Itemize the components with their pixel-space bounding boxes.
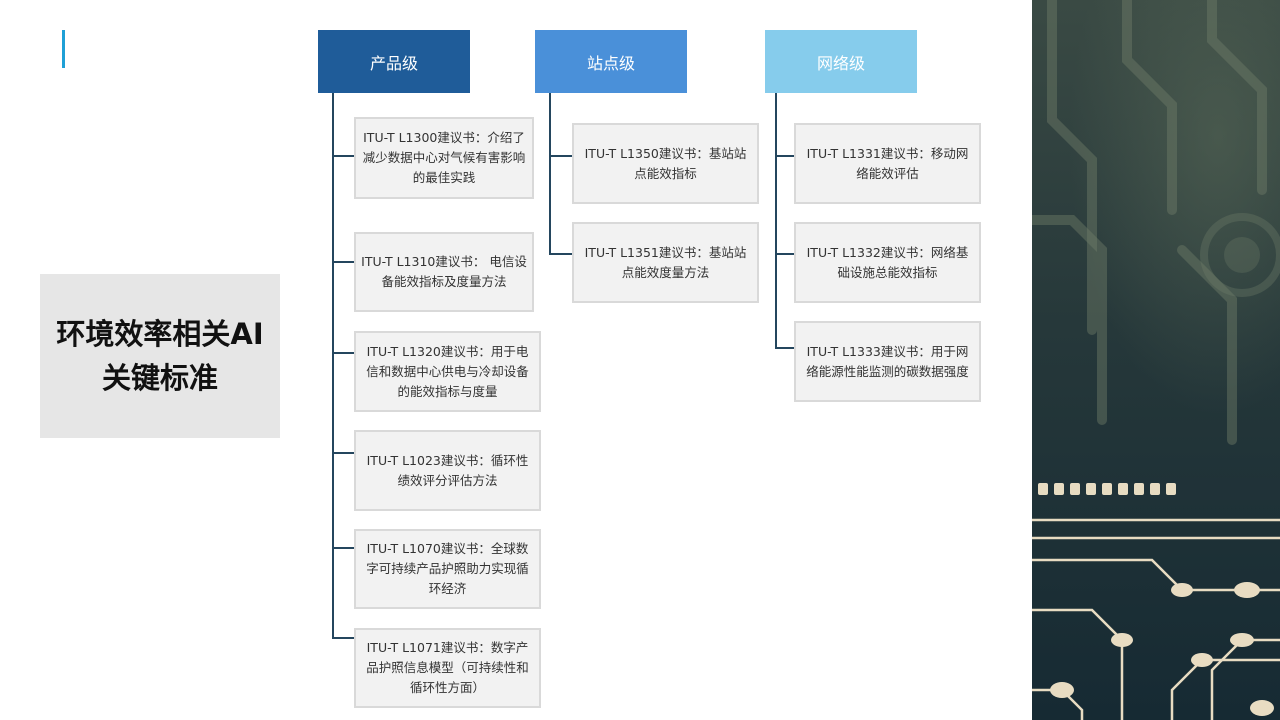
header-network-level: 网络级 bbox=[765, 30, 917, 93]
standard-text: ITU-T L1331建议书：移动网络能效评估 bbox=[806, 145, 969, 181]
standard-text: ITU-T L1332建议书：网络基础设施总能效指标 bbox=[806, 244, 969, 280]
connector-branch bbox=[332, 261, 354, 263]
standard-card: ITU-T L1310建议书： 电信设备能效指标及度量方法 bbox=[354, 232, 534, 312]
standard-card: ITU-T L1070建议书：全球数字可持续产品护照助力实现循环经济 bbox=[354, 529, 541, 609]
standard-card: ITU-T L1071建议书：数字产品护照信息模型（可持续性和循环性方面） bbox=[354, 628, 541, 708]
standard-text: ITU-T L1350建议书：基站站点能效指标 bbox=[584, 145, 747, 181]
connector-branch bbox=[332, 155, 354, 157]
standard-text: ITU-T L1071建议书：数字产品护照信息模型（可持续性和循环性方面） bbox=[366, 640, 529, 695]
standard-card: ITU-T L1332建议书：网络基础设施总能效指标 bbox=[794, 222, 981, 303]
connector-trunk bbox=[549, 93, 551, 255]
connector-branch bbox=[549, 155, 572, 157]
standard-card: ITU-T L1333建议书：用于网络能源性能监测的碳数据强度 bbox=[794, 321, 981, 402]
standard-text: ITU-T L1023建议书：循环性绩效评分评估方法 bbox=[366, 452, 529, 488]
standard-text: ITU-T L1320建议书：用于电信和数据中心供电与冷却设备的能效指标与度量 bbox=[366, 343, 529, 399]
standard-text: ITU-T L1333建议书：用于网络能源性能监测的碳数据强度 bbox=[806, 343, 969, 379]
accent-bar bbox=[62, 30, 65, 68]
standard-text: ITU-T L1351建议书：基站站点能效度量方法 bbox=[584, 244, 747, 280]
standard-card: ITU-T L1351建议书：基站站点能效度量方法 bbox=[572, 222, 759, 303]
connector-branch bbox=[332, 547, 354, 549]
header-label: 网络级 bbox=[816, 53, 865, 73]
standard-text: ITU-T L1310建议书： 电信设备能效指标及度量方法 bbox=[361, 254, 527, 289]
connector-branch bbox=[775, 155, 794, 157]
header-label: 站点级 bbox=[586, 53, 635, 73]
connector-branch bbox=[332, 452, 354, 454]
standard-text: ITU-T L1300建议书：介绍了减少数据中心对气候有害影响的最佳实践 bbox=[362, 130, 526, 185]
standard-card: ITU-T L1320建议书：用于电信和数据中心供电与冷却设备的能效指标与度量 bbox=[354, 331, 541, 412]
standard-card: ITU-T L1350建议书：基站站点能效指标 bbox=[572, 123, 759, 204]
connector-trunk bbox=[332, 93, 334, 639]
connector-branch bbox=[775, 347, 794, 349]
connector-branch bbox=[332, 637, 354, 639]
circuit-board-image bbox=[1032, 0, 1280, 720]
standard-text: ITU-T L1070建议书：全球数字可持续产品护照助力实现循环经济 bbox=[366, 541, 529, 596]
connector-branch bbox=[549, 253, 572, 255]
connector-trunk bbox=[775, 93, 777, 349]
header-product-level: 产品级 bbox=[318, 30, 470, 93]
header-site-level: 站点级 bbox=[535, 30, 687, 93]
standard-card: ITU-T L1331建议书：移动网络能效评估 bbox=[794, 123, 981, 204]
header-label: 产品级 bbox=[369, 53, 418, 73]
page-title: 环境效率相关AI关键标准 bbox=[56, 317, 264, 395]
connector-branch bbox=[332, 352, 354, 354]
title-box: 环境效率相关AI关键标准 bbox=[40, 274, 280, 438]
standard-card: ITU-T L1300建议书：介绍了减少数据中心对气候有害影响的最佳实践 bbox=[354, 117, 534, 199]
connector-branch bbox=[775, 253, 794, 255]
standard-card: ITU-T L1023建议书：循环性绩效评分评估方法 bbox=[354, 430, 541, 511]
circuit-board-graphic bbox=[1032, 0, 1280, 720]
